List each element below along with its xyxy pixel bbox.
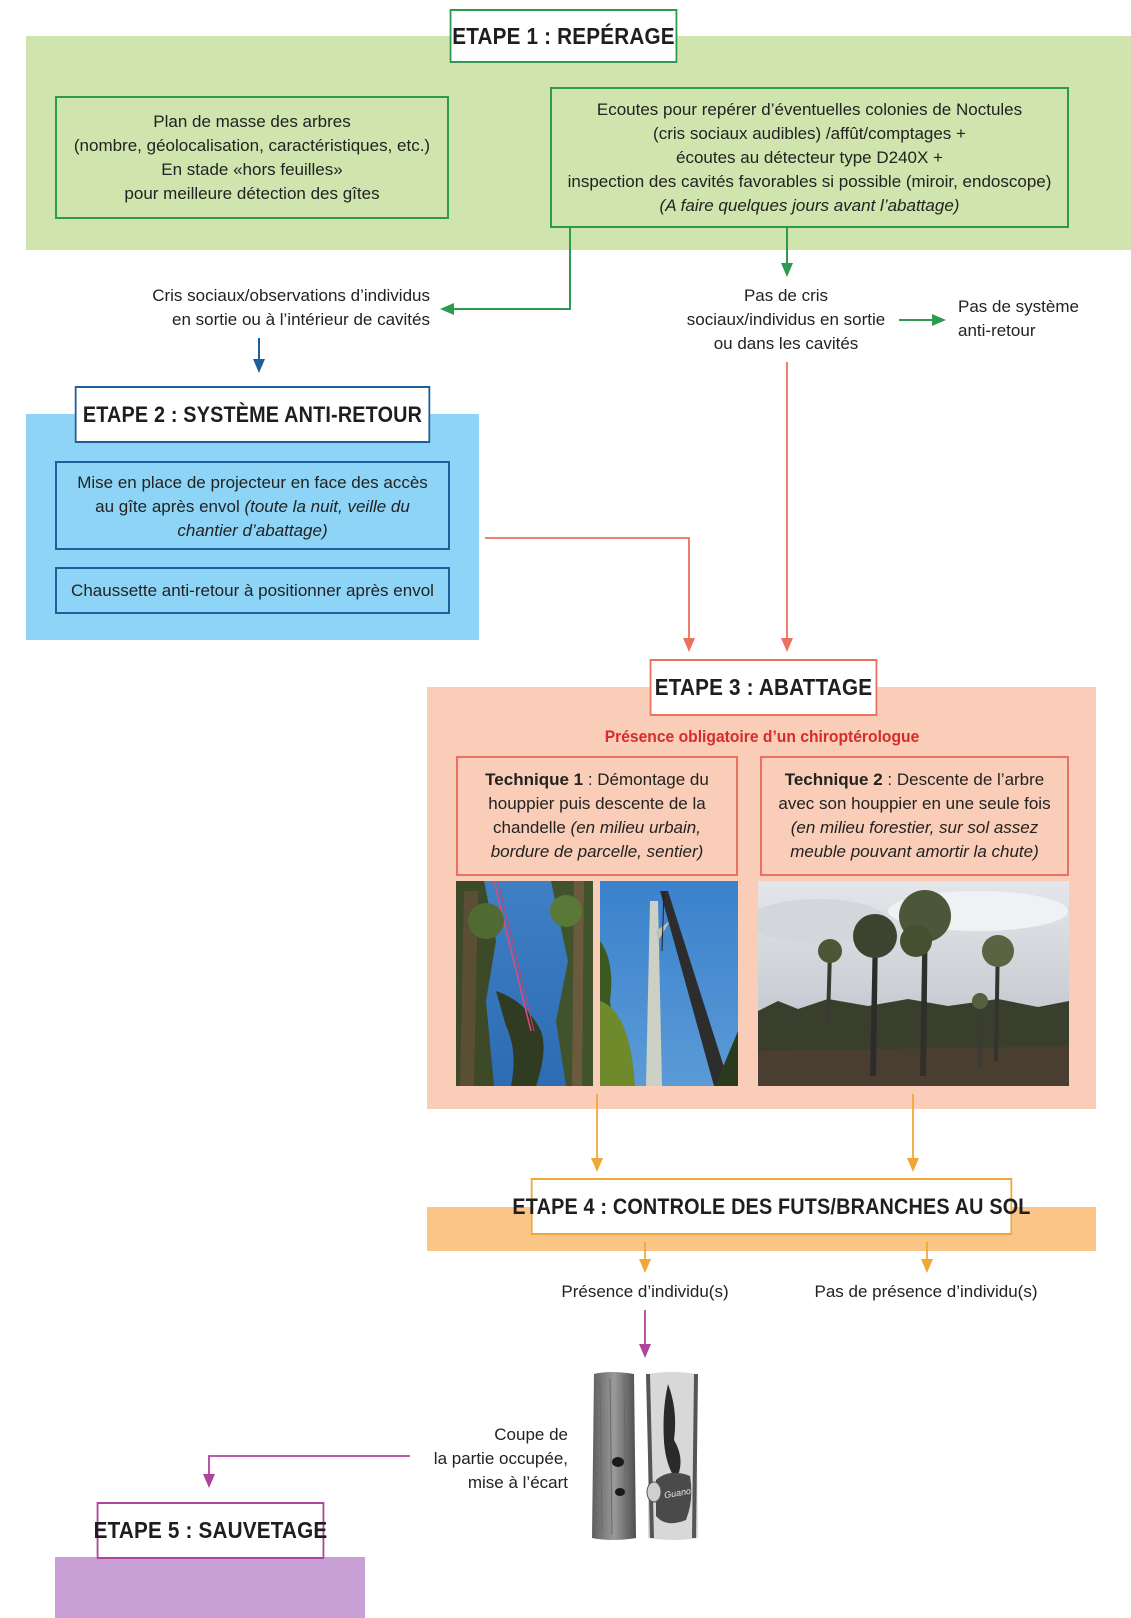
purple-connector-stage5	[208, 1455, 410, 1476]
technique1-text: : Démontage du houppier puis descente de…	[488, 770, 709, 837]
technique2-italic: (en milieu forestier, sur sol assez meub…	[790, 818, 1039, 861]
technique1-photo-crane	[600, 881, 738, 1086]
orange-arrowhead-right	[907, 1158, 919, 1172]
photo-crane-image	[600, 881, 738, 1086]
salmon-arrowhead-stage2	[683, 638, 695, 652]
branch-middle-line-2: sociaux/individus en sortie	[686, 310, 886, 329]
photo-forest-image	[758, 881, 1069, 1086]
projector-text: Mise en place de projecteur en face des …	[77, 473, 428, 516]
orange-arrowhead-left	[591, 1158, 603, 1172]
stage1-title: ETAPE 1 : REPÉRAGE	[449, 9, 678, 63]
stage5-title: ETAPE 5 : SAUVETAGE	[94, 1502, 327, 1559]
salmon-arrowhead-middle	[781, 638, 793, 652]
branch-left-line-1: Cris sociaux/observations d’individus	[152, 286, 430, 305]
presence-label: Présence d’individu(s)	[561, 1282, 729, 1301]
projector-italic-text: (toute la nuit, veille du chantier d’aba…	[177, 497, 410, 540]
branch-right-line-1: Pas de système	[958, 297, 1079, 316]
purple-arrowhead-log	[639, 1344, 651, 1358]
green-arrowhead-down	[781, 263, 793, 277]
cut-line-3: mise à l’écart	[467, 1473, 568, 1492]
technique2-box: Technique 2 : Descente de l’arbre avec s…	[760, 756, 1069, 876]
technique2-photo-forest	[758, 881, 1069, 1086]
stage2-sock-box: Chaussette anti-retour à positionner apr…	[55, 567, 450, 614]
technique1-italic: (en milieu urbain, bordure de parcelle, …	[490, 818, 704, 861]
listen-line-3: écoutes au détecteur type D240X +	[676, 147, 943, 167]
technique1-box: Technique 1 : Démontage du houppier puis…	[456, 756, 738, 876]
salmon-connector-stage2	[485, 537, 690, 640]
plan-line-2: (nombre, géolocalisation, caractéristiqu…	[73, 135, 431, 155]
photo-rope-image	[456, 881, 593, 1086]
branch-right-line-2: anti-retour	[958, 321, 1036, 340]
sock-text: Chaussette anti-retour à positionner apr…	[71, 580, 434, 600]
log-illustration: Guano	[590, 1370, 700, 1542]
stage1-plan-box: Plan de masse des arbres (nombre, géoloc…	[55, 96, 449, 219]
plan-line-3: En stade «hors feuilles»	[161, 159, 343, 179]
listen-line-2: (cris sociaux audibles) /affût/comptages…	[653, 123, 966, 143]
cut-label: Coupe de la partie occupée, mise à l’éca…	[400, 1423, 568, 1495]
listen-line-1: Ecoutes pour repérer d’éventuelles colon…	[596, 99, 1023, 119]
stage2-band	[26, 414, 479, 640]
orange-arrowhead-presence	[639, 1259, 651, 1273]
technique1-photo-rope	[456, 881, 593, 1086]
technique1-bold: Technique 1	[485, 770, 584, 789]
branch-right-label: Pas de système anti-retour	[958, 295, 1128, 343]
branch-middle-label: Pas de cris sociaux/individus en sortie …	[670, 284, 902, 356]
listen-line-5: (A faire quelques jours avant l’abattage…	[659, 195, 960, 215]
cut-line-2: la partie occupée,	[433, 1449, 568, 1468]
no-presence-label: Pas de présence d’individu(s)	[814, 1282, 1038, 1301]
stage1-band	[26, 36, 1131, 250]
plan-line-4: pour meilleure détection des gîtes	[124, 183, 380, 203]
stage3-title: ETAPE 3 : ABATTAGE	[649, 659, 878, 716]
stage2-projector-box: Mise en place de projecteur en face des …	[55, 461, 450, 550]
plan-line-1: Plan de masse des arbres	[153, 111, 351, 131]
stage5-band	[55, 1557, 365, 1618]
branch-left-line-2: en sortie ou à l’intérieur de cavités	[172, 310, 430, 329]
stage1-listening-box: Ecoutes pour repérer d’éventuelles colon…	[550, 87, 1069, 228]
purple-arrowhead-stage5	[203, 1474, 215, 1488]
branch-left-label: Cris sociaux/observations d’individus en…	[120, 284, 430, 332]
listen-line-4: inspection des cavités favorables si pos…	[567, 171, 1052, 191]
green-arrowhead-left	[440, 303, 454, 315]
blue-arrowhead-down	[253, 359, 265, 373]
branch-middle-line-1: Pas de cris	[743, 286, 829, 305]
green-arrowhead-right	[932, 314, 946, 326]
stage4-title: ETAPE 4 : CONTROLE DES FUTS/BRANCHES AU …	[512, 1178, 1030, 1235]
cut-line-1: Coupe de	[494, 1425, 568, 1444]
log-drawing	[592, 1372, 698, 1540]
technique2-text: : Descente de l’arbre avec son houppier …	[778, 770, 1051, 813]
technique2-bold: Technique 2	[784, 770, 883, 789]
branch-middle-line-3: ou dans les cavités	[713, 334, 859, 353]
stage2-title: ETAPE 2 : SYSTÈME ANTI-RETOUR	[74, 386, 431, 443]
orange-arrowhead-no-presence	[921, 1259, 933, 1273]
stage3-subtitle: Présence obligatoire d’un chiroptérologu…	[604, 727, 920, 746]
